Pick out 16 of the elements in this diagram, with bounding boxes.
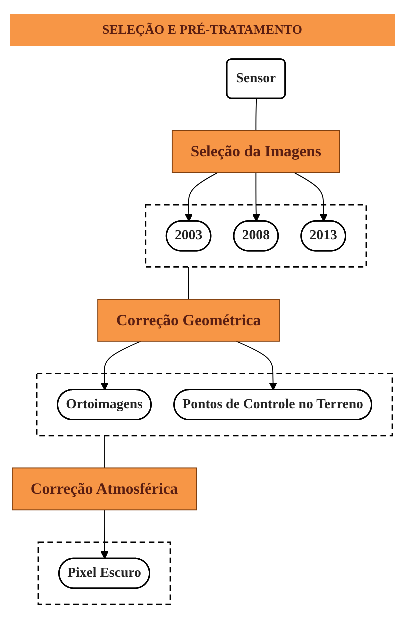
arrow (100, 341, 142, 391)
arrow (236, 341, 278, 391)
arrow (100, 510, 109, 560)
cluster (36, 373, 394, 437)
node-box: Correção Atmosférica (12, 468, 198, 511)
arrow (294, 172, 328, 222)
cluster (145, 204, 368, 268)
arrow (252, 172, 260, 222)
connector (104, 435, 105, 469)
node-box: Correção Geométrica (98, 299, 280, 342)
arrow (184, 172, 219, 222)
node-box: Seleção da Imagens (172, 130, 340, 174)
connector (256, 98, 258, 132)
title-banner: SELEÇÃO E PRÉ-TRATAMENTO (10, 14, 395, 46)
connector (188, 266, 190, 300)
cluster (38, 542, 172, 606)
